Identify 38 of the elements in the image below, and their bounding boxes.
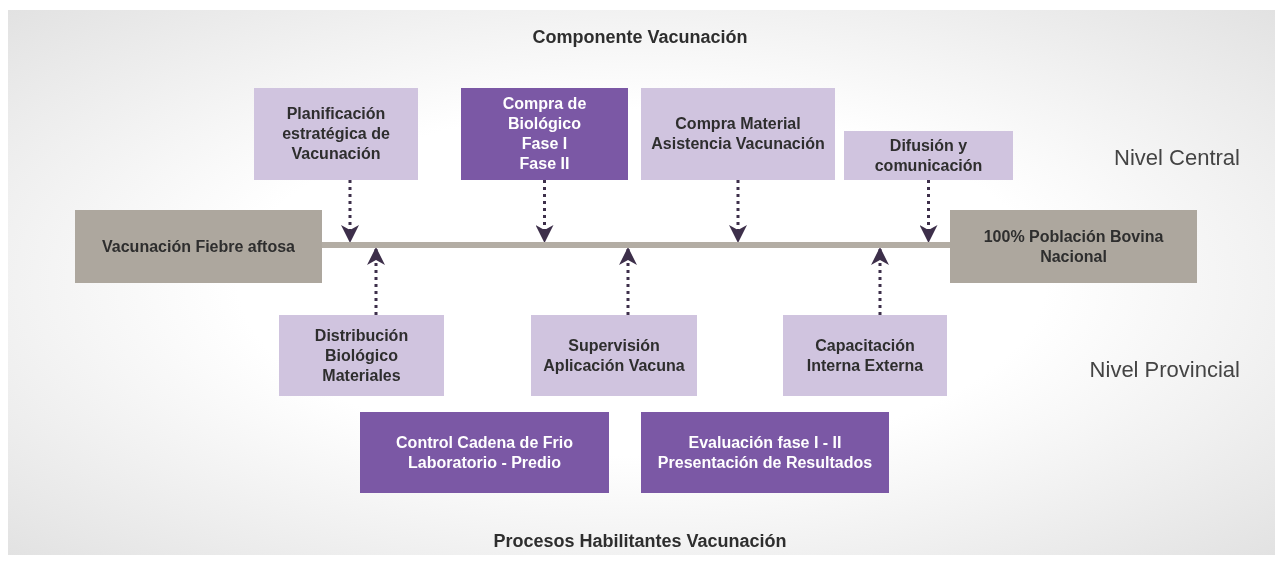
dashed-arrow xyxy=(729,180,747,243)
process-box xyxy=(783,315,947,396)
diagram-caption: Procesos Habilitantes Vacunación xyxy=(492,530,788,553)
dashed-arrow xyxy=(341,180,359,243)
box-text: Supervisión Aplicación Vacuna xyxy=(542,335,686,376)
level-label: Nivel Provincial xyxy=(1088,356,1240,384)
process-box xyxy=(279,315,444,396)
dashed-arrow xyxy=(919,180,938,243)
level-label: Nivel Central xyxy=(1113,144,1240,172)
box-text: Fase I xyxy=(521,134,568,154)
box-text: Laboratorio - Predio xyxy=(408,452,561,473)
box-text: Vacunación Fiebre aftosa xyxy=(102,236,295,257)
dashed-arrow xyxy=(619,247,637,315)
box-text: Evaluación fase I - II xyxy=(688,432,842,453)
box-text: Fase II xyxy=(519,154,570,174)
process-box xyxy=(75,210,322,283)
box-text: Planificación estratégica de Vacunación xyxy=(281,104,391,164)
process-box xyxy=(531,315,697,396)
dashed-arrow xyxy=(871,247,889,315)
box-text: Control Cadena de Frio xyxy=(396,432,573,453)
process-box xyxy=(254,88,418,180)
process-box xyxy=(844,131,1013,180)
process-box xyxy=(641,412,889,493)
process-box xyxy=(360,412,609,493)
process-box xyxy=(461,88,628,180)
box-text: Difusión y comunicación xyxy=(873,135,984,176)
spine-bar xyxy=(322,242,950,248)
box-text: Compra Material Asistencia Vacunación xyxy=(650,114,826,154)
dashed-arrow xyxy=(367,247,385,315)
box-text: 100% Población Bovina Nacional xyxy=(982,226,1165,267)
box-text: Compra de Biológico xyxy=(501,94,588,134)
process-box xyxy=(641,88,835,180)
process-box xyxy=(950,210,1197,283)
box-text: Capacitación Interna Externa xyxy=(805,335,925,376)
dashed-arrow xyxy=(535,180,554,243)
diagram-title: Componente Vacunación xyxy=(531,26,749,49)
box-text: Distribución Biológico Materiales xyxy=(313,325,410,386)
box-text: Presentación de Resultados xyxy=(657,452,873,473)
